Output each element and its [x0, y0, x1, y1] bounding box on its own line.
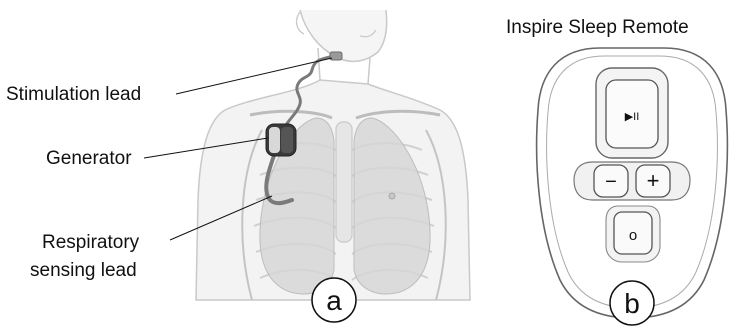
respiratory-label-line2: sensing lead	[30, 260, 137, 281]
power-button[interactable]: o	[614, 212, 652, 254]
play-pause-icon: ▶II	[625, 111, 640, 123]
lung-marker	[389, 193, 395, 199]
volume-housing	[574, 162, 690, 200]
panel-b-letter: b	[624, 288, 640, 319]
power-icon: o	[629, 227, 637, 244]
head-outline	[300, 10, 387, 61]
minus-button[interactable]: −	[594, 165, 628, 197]
play-pause-button[interactable]: ▶II	[606, 80, 658, 148]
panel-a-marker: a	[312, 278, 356, 322]
sleep-remote: ▶II − + o	[537, 48, 728, 318]
stimulation-lead-label: Stimulation lead	[6, 84, 141, 105]
generator-label: Generator	[46, 148, 132, 169]
plus-button[interactable]: +	[636, 165, 670, 197]
stimulation-electrode	[330, 52, 342, 60]
plus-icon: +	[647, 168, 660, 193]
generator-device	[266, 124, 296, 156]
anatomy-illustration	[196, 10, 470, 300]
panel-a-letter: a	[326, 285, 342, 316]
remote-title: Inspire Sleep Remote	[506, 17, 689, 38]
minus-icon: −	[605, 171, 617, 193]
respiratory-label-line1: Respiratory	[42, 232, 140, 253]
sternum	[336, 122, 352, 242]
panel-b-marker: b	[610, 281, 654, 325]
